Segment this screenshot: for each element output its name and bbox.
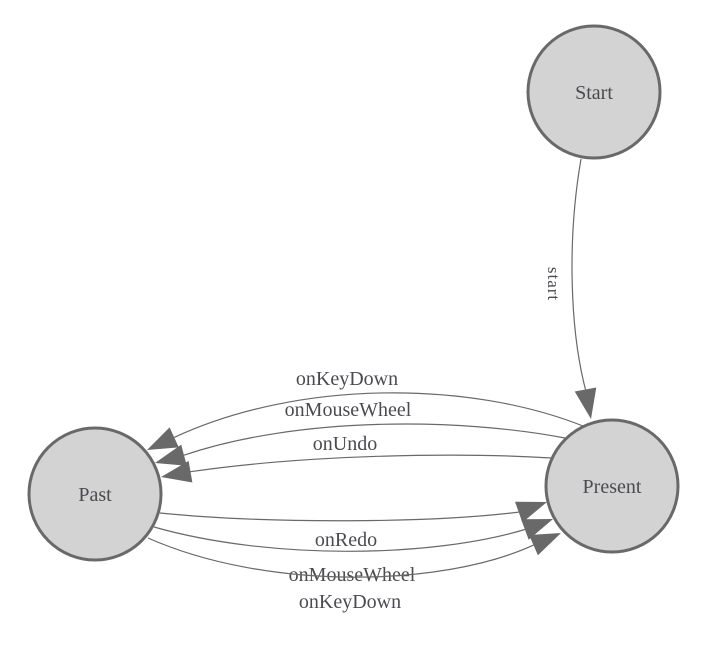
node-start[interactable]: Start xyxy=(526,24,662,160)
edge-past-to-present-onkeydown: onKeyDown xyxy=(147,533,561,613)
arrowhead-icon xyxy=(515,501,547,523)
node-past-label: Past xyxy=(78,484,112,506)
edge-line xyxy=(153,526,526,552)
arrowhead-icon xyxy=(161,460,193,483)
edge-past-to-present-onmousewheel: onMouseWheel xyxy=(153,519,553,586)
edge-start-to-present: start xyxy=(544,158,597,419)
arrowhead-icon xyxy=(521,519,553,540)
edge-present-to-past-onundo: onUndo xyxy=(161,433,552,483)
edge-past-to-present-onredo: onRedo xyxy=(159,501,547,551)
edge-label-onmousewheel-bottom: onMouseWheel xyxy=(289,564,416,586)
arrowhead-icon xyxy=(574,387,597,419)
edge-label-onundo: onUndo xyxy=(313,433,377,455)
arrowhead-icon xyxy=(155,444,187,466)
node-past-circle[interactable] xyxy=(27,426,163,562)
node-start-circle[interactable] xyxy=(526,24,662,160)
edge-line xyxy=(147,537,534,578)
edge-label-onredo: onRedo xyxy=(315,529,377,551)
edge-line xyxy=(190,454,552,473)
edge-label-start: start xyxy=(544,267,563,301)
edge-label-onmousewheel-top: onMouseWheel xyxy=(285,399,412,421)
edge-present-to-past-onmousewheel: onMouseWheel xyxy=(155,399,566,466)
edge-present-to-past-onkeydown: onKeyDown xyxy=(147,368,584,450)
arrowhead-icon xyxy=(147,427,179,450)
node-start-label: Start xyxy=(575,82,613,104)
edge-label-onkeydown-bottom: onKeyDown xyxy=(299,591,401,613)
node-present-circle[interactable] xyxy=(544,418,680,554)
node-present-label: Present xyxy=(583,476,642,498)
edge-line xyxy=(159,511,519,522)
node-past[interactable]: Past xyxy=(27,426,163,562)
edge-label-onkeydown-top: onKeyDown xyxy=(296,368,398,390)
edge-line xyxy=(173,392,584,438)
node-present[interactable]: Present xyxy=(544,418,680,554)
edge-line xyxy=(183,423,566,456)
arrowhead-icon xyxy=(529,533,561,556)
edge-line xyxy=(571,158,587,390)
